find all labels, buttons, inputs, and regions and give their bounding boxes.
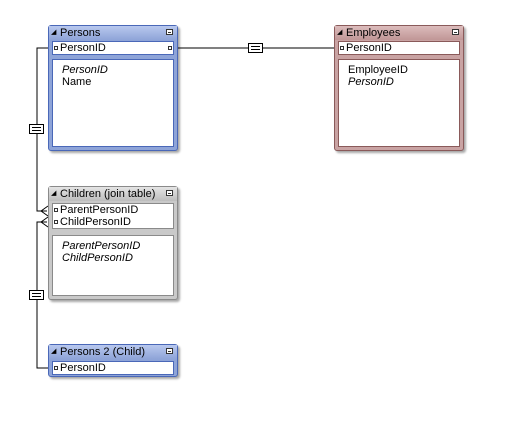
crowfoot-parent: [40, 205, 49, 217]
field-item[interactable]: ChildPersonID: [62, 252, 133, 264]
relationship-operator-persons-children[interactable]: [29, 124, 44, 134]
key-field-row[interactable]: PersonID: [339, 42, 459, 54]
key-field-label: PersonID: [60, 362, 106, 374]
field-list: ParentPersonID ChildPersonID: [52, 235, 174, 296]
key-dot-icon: [340, 46, 344, 50]
key-field-row[interactable]: PersonID: [53, 42, 173, 54]
key-fields: PersonID: [338, 41, 460, 55]
key-field-row[interactable]: ParentPersonID: [53, 204, 173, 216]
field-item[interactable]: EmployeeID: [348, 64, 408, 76]
table-header[interactable]: ◢ Children (join table): [49, 187, 177, 201]
table-employees[interactable]: ◢ Employees PersonID EmployeeID PersonID: [334, 25, 464, 151]
key-connector-icon: [168, 46, 172, 50]
table-title: Employees: [346, 27, 401, 39]
key-field-row[interactable]: ChildPersonID: [53, 216, 173, 228]
key-fields: ParentPersonID ChildPersonID: [52, 203, 174, 229]
key-field-label: ParentPersonID: [60, 204, 139, 216]
key-field-row[interactable]: PersonID: [53, 362, 173, 374]
key-field-label: PersonID: [60, 42, 106, 54]
key-fields: PersonID: [52, 41, 174, 55]
field-item[interactable]: PersonID: [348, 76, 394, 88]
table-header[interactable]: ◢ Persons 2 (Child): [49, 345, 177, 359]
table-header[interactable]: ◢ Employees: [335, 26, 463, 40]
field-item[interactable]: ParentPersonID: [62, 240, 141, 252]
table-title: Children (join table): [60, 188, 156, 200]
arrow-icon: ◢: [337, 29, 343, 36]
table-persons[interactable]: ◢ Persons PersonID PersonID Name: [48, 25, 178, 151]
collapse-icon[interactable]: [452, 29, 459, 35]
key-field-label: ChildPersonID: [60, 216, 131, 228]
table-title: Persons: [60, 27, 101, 39]
key-dot-icon: [54, 208, 58, 212]
collapse-icon[interactable]: [166, 190, 173, 196]
table-header[interactable]: ◢ Persons: [49, 26, 177, 40]
key-dot-icon: [54, 220, 58, 224]
field-list: EmployeeID PersonID: [338, 59, 460, 147]
table-persons-2-child[interactable]: ◢ Persons 2 (Child) PersonID: [48, 344, 178, 377]
relationship-operator-persons-employees[interactable]: [248, 43, 263, 53]
field-item[interactable]: Name: [62, 76, 92, 88]
field-list: PersonID Name: [52, 59, 174, 147]
key-field-label: PersonID: [346, 42, 392, 54]
field-item[interactable]: PersonID: [62, 64, 108, 76]
table-children[interactable]: ◢ Children (join table) ParentPersonID C…: [48, 186, 178, 300]
arrow-icon: ◢: [51, 348, 57, 355]
arrow-icon: ◢: [51, 190, 57, 197]
key-fields: PersonID: [52, 361, 174, 375]
relationship-operator-persons2-children[interactable]: [29, 290, 44, 300]
arrow-icon: ◢: [51, 29, 57, 36]
key-dot-icon: [54, 46, 58, 50]
collapse-icon[interactable]: [166, 348, 173, 354]
crowfoot-child: [40, 216, 49, 228]
key-dot-icon: [54, 366, 58, 370]
collapse-icon[interactable]: [166, 29, 173, 35]
table-title: Persons 2 (Child): [60, 346, 145, 358]
